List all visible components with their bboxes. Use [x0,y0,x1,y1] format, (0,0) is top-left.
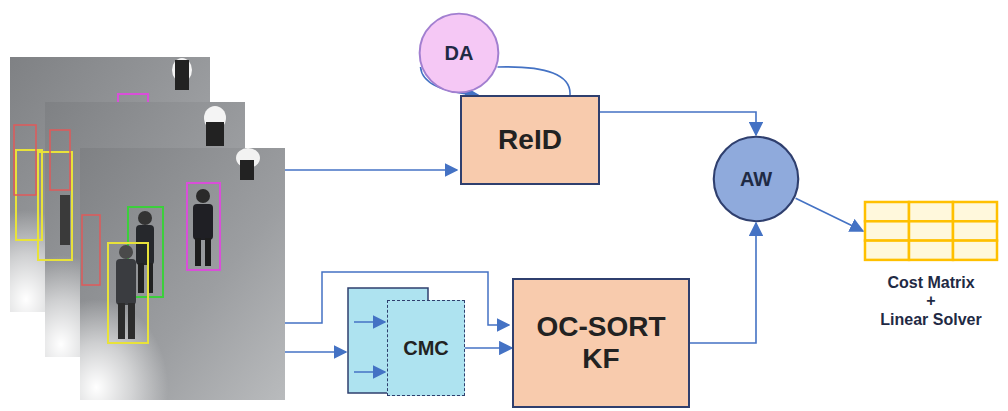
video-frame [80,148,285,400]
flow-connector [690,223,756,343]
node-label: AW [740,168,772,191]
solver-caption: Cost Matrix [887,274,974,292]
matrix-grid [863,200,999,262]
da-circle: DA [418,12,500,94]
solver-caption: + [926,292,935,310]
feed-arrow [285,169,457,171]
cost-matrix-node: Cost Matrix+Linear Solver [860,200,1002,350]
flow-connector [600,112,756,135]
node-label: DA [445,42,474,65]
kalman-box: OC-SORT KF [512,278,690,408]
inner-arrow [354,321,385,323]
flow-connector [796,198,863,231]
flow-connector [498,67,571,95]
aw-circle: AW [712,135,800,223]
inner-arrow [354,371,385,373]
node-label: ReID [498,124,562,156]
node-label: OC-SORT KF [531,311,671,375]
solver-caption: Linear Solver [880,311,981,329]
flow-connector [465,347,512,349]
feed-arrow [285,351,346,353]
reid-box: ReID [460,95,600,185]
node-label: CMC [403,337,449,360]
cmc-box: CMC [387,300,465,396]
